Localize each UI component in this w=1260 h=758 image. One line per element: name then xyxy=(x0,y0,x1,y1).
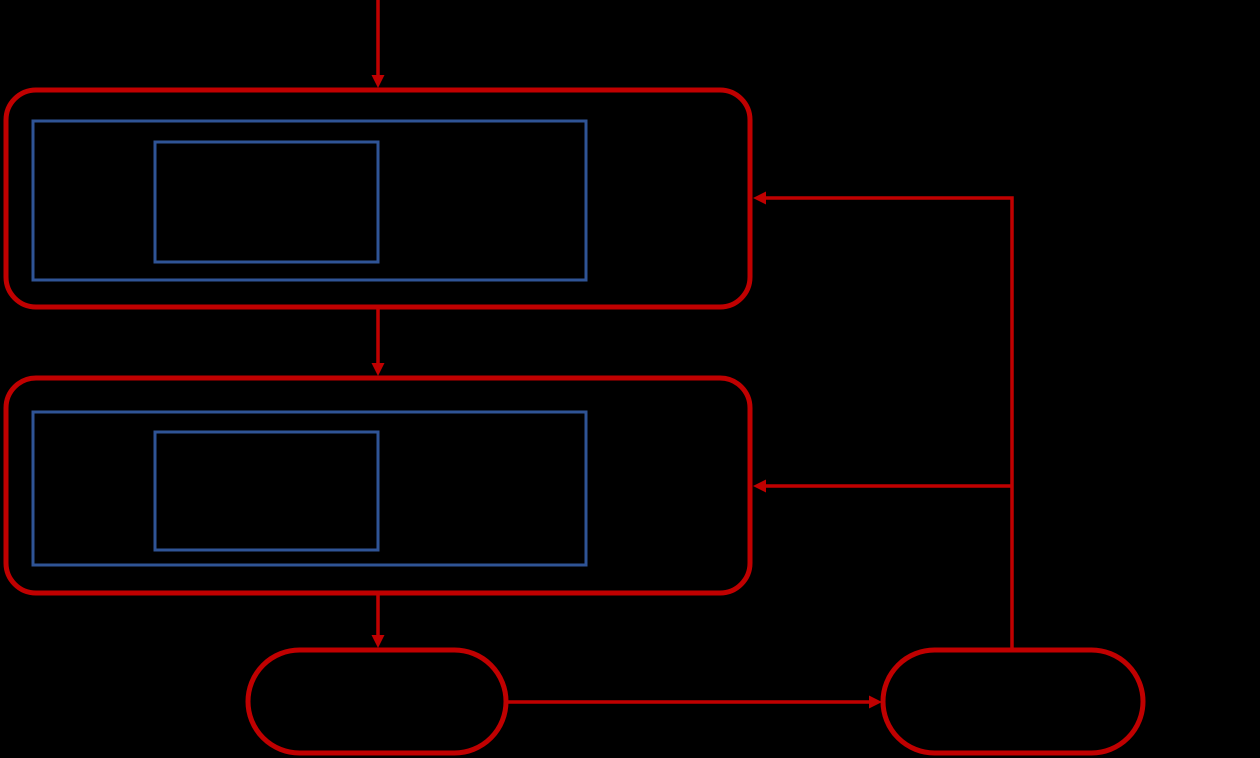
box2-to-terminal-arrow-head-icon xyxy=(371,635,385,648)
process-box-1-frame xyxy=(31,119,588,282)
process-box-2-inner-box xyxy=(153,430,380,552)
process-box-1-inner-box xyxy=(153,140,380,264)
process-box-1 xyxy=(3,87,753,310)
process-box-2-frame xyxy=(31,410,588,567)
feedback-to-box1-arrow-head-icon xyxy=(753,191,766,205)
process-box-2 xyxy=(3,375,753,596)
feedback-to-box2-arrow-head-icon xyxy=(753,479,766,493)
terminal-left-to-right-arrow-head-icon xyxy=(869,695,882,709)
feedback-to-box1-line xyxy=(766,196,1014,650)
entry-arrow-head-icon xyxy=(371,75,385,88)
terminal-left xyxy=(245,647,509,756)
terminal-right xyxy=(880,647,1146,756)
box1-to-box2-arrow-head-icon xyxy=(371,363,385,376)
